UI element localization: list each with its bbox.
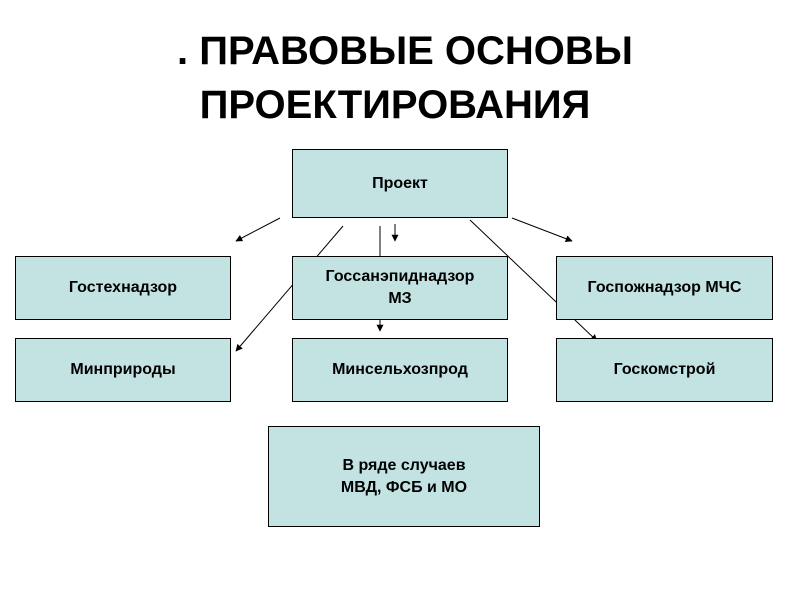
box-gospozhnadzor: Госпожнадзор МЧС <box>556 256 773 320</box>
arrow-to-gostekhnadzor <box>235 217 281 242</box>
box-gossanepidnadzor-line2: МЗ <box>388 290 412 307</box>
box-gossanepidnadzor-text: Госсанэпиднадзор МЗ <box>326 266 475 310</box>
box-gostekhnadzor: Гостехнадзор <box>15 256 231 320</box>
box-minselkhozprod-label: Минсельхозпрод <box>332 361 468 378</box>
box-gospozhnadzor-label: Госпожнадзор МЧС <box>587 279 742 296</box>
box-minprirody-label: Минприроды <box>70 361 176 378</box>
box-special-cases-text: В ряде случаев МВД, ФСБ и МО <box>341 455 467 499</box>
arrow-to-gospozhnadzor <box>511 217 573 243</box>
box-gossanepidnadzor: Госсанэпиднадзор МЗ <box>292 256 508 320</box>
box-gossanepidnadzor-line1: Госсанэпиднадзор <box>325 268 475 285</box>
slide-title: . ПРАВОВЫЕ ОСНОВЫ ПРОЕКТИРОВАНИЯ <box>0 24 800 132</box>
box-minselkhozprod: Минсельхозпрод <box>292 338 508 402</box>
box-special-cases-line2: МВД, ФСБ и МО <box>340 478 468 496</box>
box-minprirody: Минприроды <box>15 338 231 402</box>
title-line-1: . ПРАВОВЫЕ ОСНОВЫ <box>177 29 633 73</box>
box-special-cases: В ряде случаев МВД, ФСБ и МО <box>268 426 540 527</box>
box-project: Проект <box>292 149 508 218</box>
box-special-cases-line1: В ряде случаев <box>342 456 466 474</box>
title-line-2: ПРОЕКТИРОВАНИЯ <box>199 83 591 127</box>
box-project-label: Проект <box>372 174 428 192</box>
box-gostekhnadzor-label: Гостехнадзор <box>68 279 178 296</box>
box-goskomstroy-label: Госкомстрой <box>613 361 716 378</box>
box-goskomstroy: Госкомстрой <box>556 338 773 402</box>
